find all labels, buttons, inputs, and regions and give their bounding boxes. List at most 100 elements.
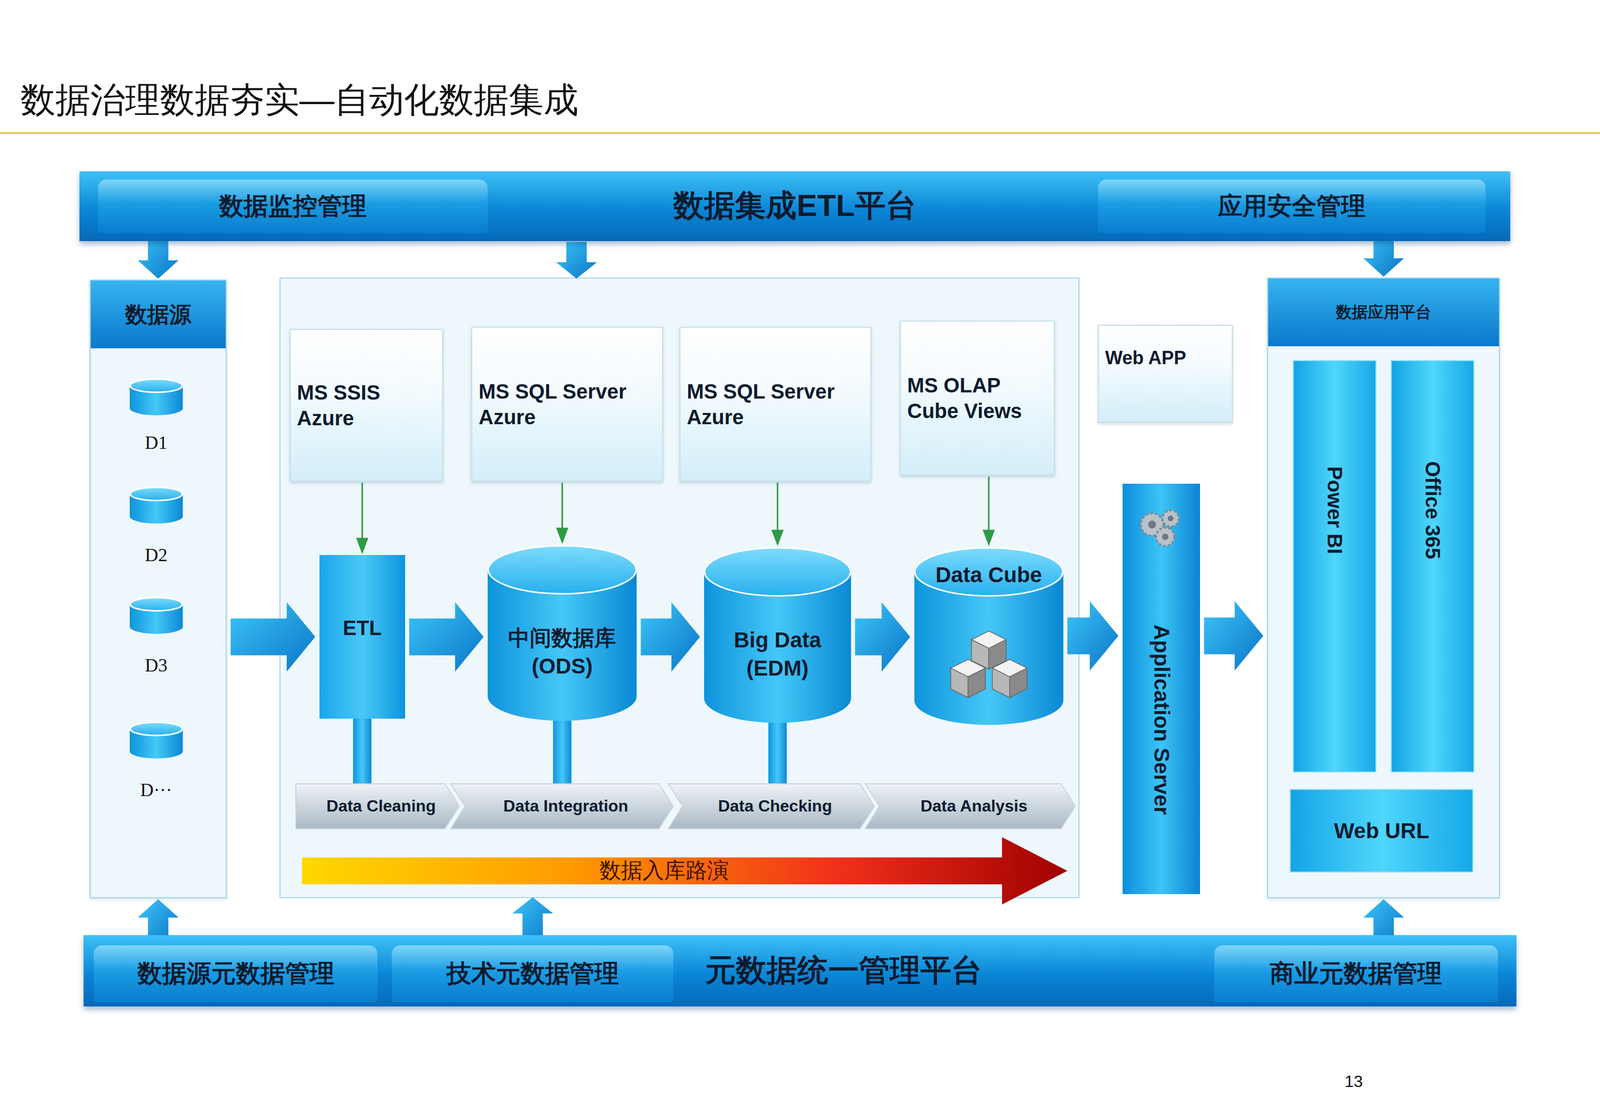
gear-hub [1162,533,1169,540]
node-label: ETL [343,616,383,640]
url-box: Web URL [1289,788,1474,873]
node-label: Data Cleaning [326,796,436,816]
cube-face [950,667,969,698]
node-label: 中间数据库 (ODS) [495,624,629,680]
node-label: Data Cube [935,562,1043,588]
flow-arrow [641,602,700,672]
sub-band: 技术元数据管理 [391,945,674,1003]
tech-box: MS SQL Server Azure [679,326,872,482]
link-head [771,529,784,547]
node-label: Power BI [1323,466,1347,554]
gear-hub [1167,515,1174,522]
node-label: D2 [144,545,168,565]
link-line [361,482,364,540]
flow-arrow: 数据入库路演 [302,836,1068,905]
sub-band: 数据监控管理 [97,179,488,233]
source-db: D··· [119,717,193,799]
link-line [776,482,779,532]
link-arrow [771,482,784,546]
link-line [561,482,564,530]
tech-box: MS SQL Server Azure [471,326,664,482]
step-chevron: Data Integration [450,783,674,829]
app-bar: Power BI [1292,360,1377,773]
chevron-fill [450,783,674,829]
flow-arrow [230,602,316,672]
cube-face [968,667,986,698]
title-rule [0,132,1600,134]
link-bar [768,722,787,784]
step-chevron: Data Cleaning [295,783,459,829]
link-head [355,537,369,555]
panel-header: 数据源 [90,280,226,349]
node-label: Office 365 [1421,461,1445,559]
cube-face [1009,667,1028,698]
flow-arrow [854,602,911,672]
node-label: D1 [144,433,168,452]
page-title: 数据治理数据夯实—自动化数据集成 [20,76,579,124]
flow-arrow [409,602,484,672]
cylinder-top [130,597,183,611]
link-bar [552,720,572,784]
app-bar: Office 365 [1390,360,1475,773]
node-label: 应用安全管理 [1217,189,1366,223]
panel-header: 数据应用平台 [1268,278,1499,347]
link-bar [352,718,372,784]
node-label: 数据集成ETL平台 [673,185,916,227]
tech-box: Web APP [1097,324,1233,423]
node-label: 数据监控管理 [218,189,367,223]
node-label: 技术元数据管理 [446,956,619,990]
database-cylinder: 中间数据库 (ODS) [487,545,637,721]
cylinder-top [130,722,183,736]
cube-face [992,667,1010,698]
database-cylinder: Big Data (EDM) [704,547,852,723]
source-db: D2 [119,482,193,565]
chevron-fill [865,783,1076,829]
platform-band: 元数据统一管理平台数据源元数据管理技术元数据管理商业元数据管理 [83,934,1517,1007]
step-chevron: Data Analysis [865,783,1076,829]
flow-arrow [1204,601,1264,671]
flow-arrow [555,242,597,279]
cylinder-shape [129,721,183,759]
node-label: Data Checking [717,796,832,816]
source-panel: 数据源 D1D2D3D··· [89,279,227,898]
flow-arrow [1067,601,1119,671]
data-cube: Data Cube [914,547,1064,725]
app-server-bar: Application Server [1122,483,1200,894]
source-db: D3 [119,592,193,675]
link-head [555,527,569,545]
platform-band: 数据集成ETL平台 数据监控管理 应用安全管理 [79,171,1511,241]
etl-box: ETL [319,554,406,718]
link-head [982,529,995,547]
gear-hub [1148,520,1156,529]
sub-band: 商业元数据管理 [1214,945,1498,1003]
node-label: 商业元数据管理 [1269,956,1443,990]
cylinder-top [130,378,183,393]
chevron-fill [295,783,459,829]
node-label: MS OLAP Cube Views [907,372,1048,424]
node-label: D3 [144,655,168,675]
node-label: Big Data (EDM) [710,626,845,683]
node-label: MS SSIS Azure [296,379,436,431]
node-label: Data Analysis [920,796,1028,816]
gear [1162,510,1179,527]
step-chevron: Data Checking [668,783,875,829]
node-label: MS SQL Server Azure [478,378,656,430]
link-arrow [982,476,995,546]
cylinder-top [704,547,851,596]
app-panel: 数据应用平台 Power BI Office 365Web URL [1267,277,1500,898]
flow-arrow-fill [302,836,1068,905]
sub-band: 数据源元数据管理 [93,945,378,1003]
chevron-fill [668,783,875,829]
node-label: Web URL [1333,818,1430,844]
node-label: 数据源元数据管理 [137,956,335,990]
node-label: Application Server [1148,624,1174,815]
node-label: D··· [140,780,172,799]
sub-band: 应用安全管理 [1097,179,1486,233]
gear [1155,527,1175,547]
cylinder-top [914,547,1064,596]
link-arrow [355,482,369,554]
source-db: D1 [119,374,193,452]
link-line [988,476,990,532]
page-number: 13 [1344,1071,1364,1091]
tech-box: MS OLAP Cube Views [900,320,1055,476]
